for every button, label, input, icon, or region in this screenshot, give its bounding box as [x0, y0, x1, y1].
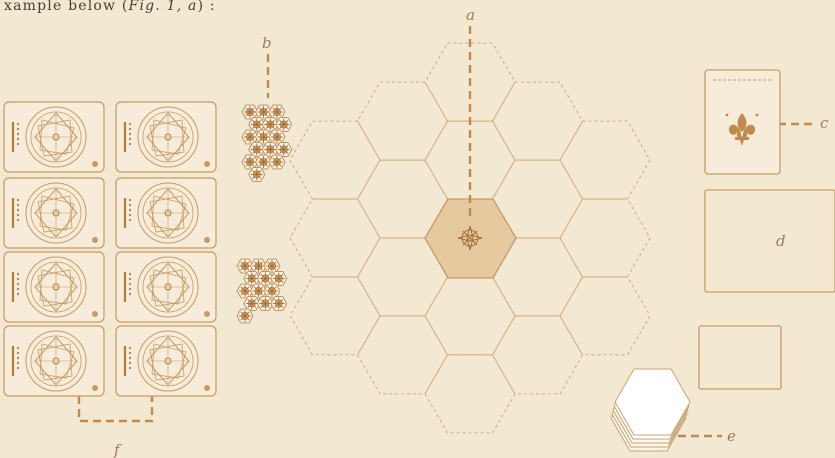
sun-icon [264, 284, 280, 298]
card-c [705, 70, 780, 174]
compass-rose-icon [4, 102, 104, 172]
sun-icon [264, 259, 280, 273]
sun-icon [271, 272, 287, 286]
small-area [699, 326, 781, 389]
hex-cell [290, 121, 380, 199]
token-stack-lower [237, 259, 287, 323]
tile-stack-e [611, 369, 690, 451]
hex-cell [560, 277, 650, 355]
area-d [705, 190, 835, 292]
hex-cell [425, 277, 515, 355]
token-stack-b [242, 105, 292, 181]
hex-cell [290, 199, 380, 277]
sun-icon [276, 118, 292, 132]
sun-icon [276, 143, 292, 157]
sun-icon [269, 105, 285, 119]
label-b: b [262, 34, 272, 52]
compass-rose-icon [116, 178, 216, 248]
hex-cell [493, 82, 583, 160]
hex-cell [493, 316, 583, 394]
compass-rose-icon [4, 326, 104, 396]
compass-rose-icon [116, 252, 216, 322]
label-a: a [466, 6, 475, 24]
hex-cell [560, 199, 650, 277]
label-e: e [727, 427, 736, 445]
hex-cell [358, 316, 448, 394]
compass-rose-icon [116, 326, 216, 396]
sun-icon [249, 168, 265, 182]
label-f: f [113, 441, 122, 458]
label-c: c [820, 114, 829, 132]
compass-rose-icon [4, 252, 104, 322]
sun-icon [269, 155, 285, 169]
hex-cell [358, 82, 448, 160]
player-boards [4, 102, 216, 396]
sun-icon [269, 130, 285, 144]
hex-cell [560, 121, 650, 199]
sun-icon [237, 309, 253, 323]
compass-rose-icon [4, 178, 104, 248]
hex-cell [425, 355, 515, 433]
pointer-line-f [79, 396, 152, 421]
compass-rose-icon [116, 102, 216, 172]
label-d: d [776, 232, 786, 250]
hex-cell [290, 277, 380, 355]
sun-icon [271, 297, 287, 311]
